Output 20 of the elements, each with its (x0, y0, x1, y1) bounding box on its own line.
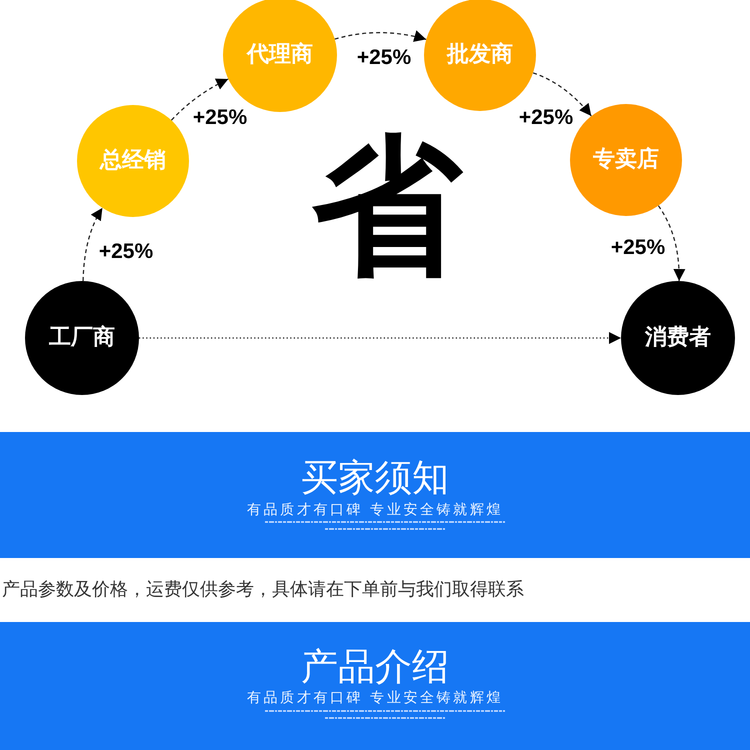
stage-label: 批发商 (447, 42, 513, 68)
arrow (170, 78, 229, 121)
banner (0, 432, 750, 558)
stage-label: 消费者 (645, 325, 711, 351)
stage-label: 工厂商 (49, 325, 115, 351)
arrow (658, 205, 686, 281)
stage-label: 总经销 (100, 148, 166, 174)
banner-title: 买家须知 (300, 456, 450, 500)
arrow (82, 208, 103, 282)
large-character: 省 (312, 132, 462, 282)
arrow (334, 30, 426, 42)
banner-title: 产品介绍 (300, 645, 450, 689)
banner (0, 622, 750, 750)
banner-subtitle: 有品质才有口碑 专业安全铸就辉煌 (246, 501, 504, 519)
banner-subtitle: 有品质才有口碑 专业安全铸就辉煌 (246, 689, 504, 707)
stage-label: 专卖店 (593, 147, 659, 173)
arrow (139, 332, 621, 344)
stage-label: 代理商 (247, 42, 313, 68)
notice-text: 产品参数及价格，运费仅供参考，具体请在下单前与我们取得联系 (2, 579, 524, 601)
arrow (532, 72, 592, 116)
